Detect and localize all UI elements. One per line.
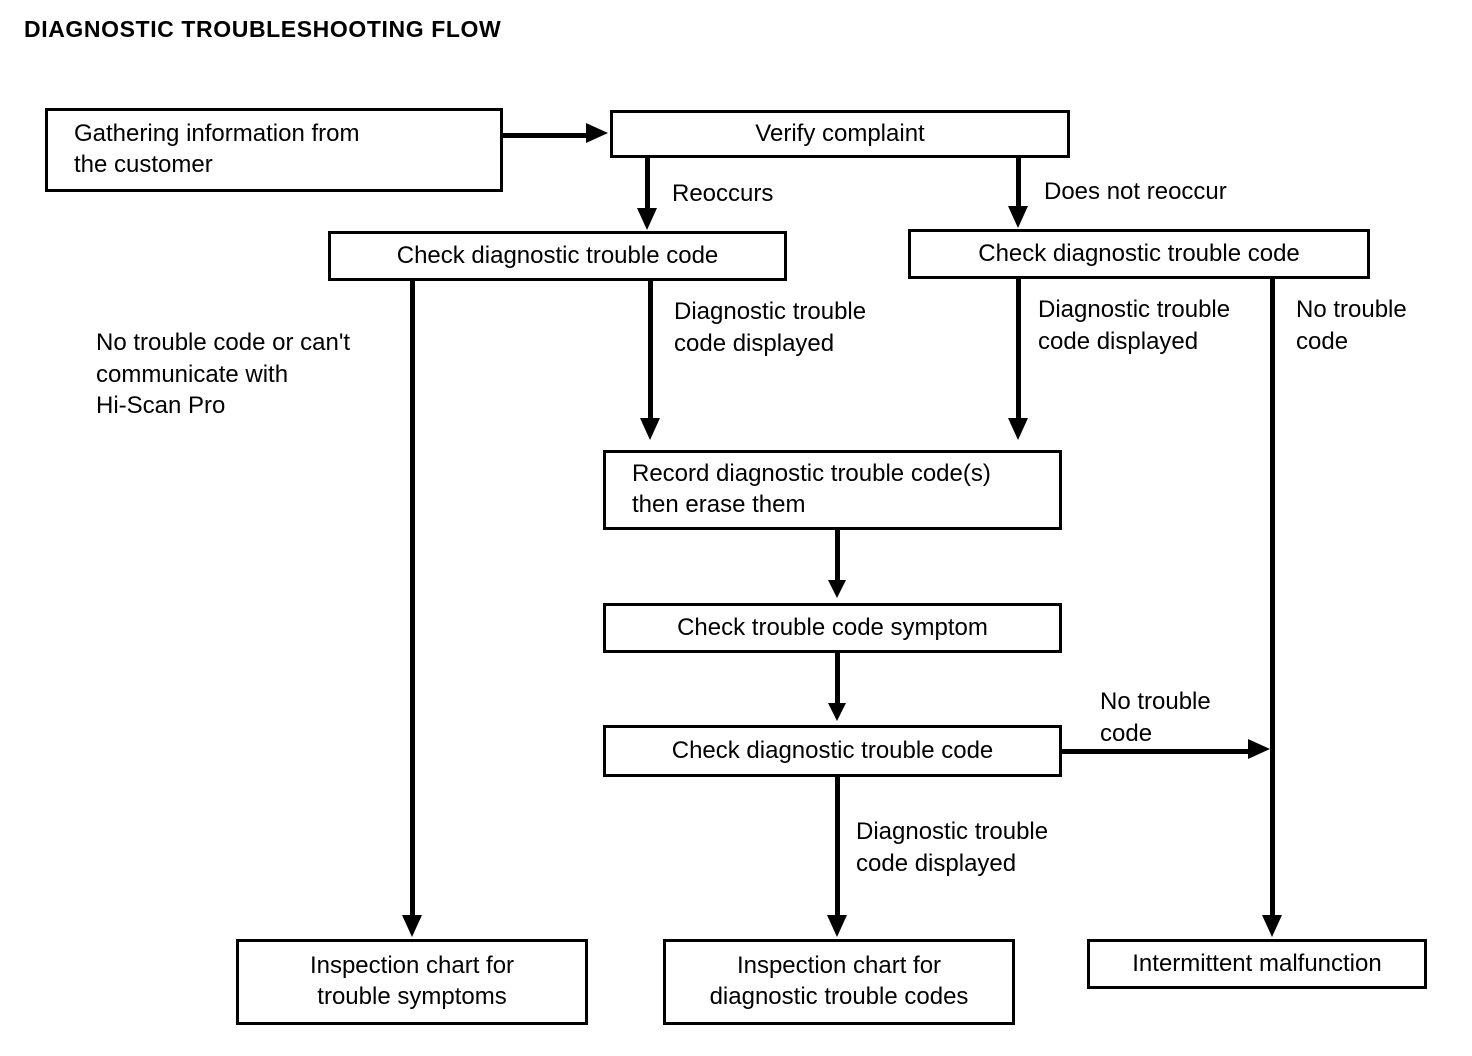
node-intermittent-label: Intermittent malfunction <box>1132 949 1382 977</box>
node-check-dtc-right: Check diagnostic trouble code <box>908 229 1370 279</box>
node-record-line1: Record diagnostic trouble code(s) <box>632 460 991 488</box>
edge-no-code-lower-line2: code <box>1100 719 1153 747</box>
node-inspect-symptoms-line1: Inspection chart for <box>309 952 515 980</box>
node-inspect-codes-line1: Inspection chart for <box>736 952 942 980</box>
node-record-erase-codes: Record diagnostic trouble code(s) then e… <box>603 450 1062 530</box>
connector-verify-to-check-right <box>1016 158 1021 208</box>
edge-dtc-lower-line1: Diagnostic trouble <box>856 818 1049 845</box>
arrowhead-verify-to-check-right <box>1008 206 1028 228</box>
arrowhead-check-left-to-record <box>640 418 660 440</box>
node-check-symptom-label: Check trouble code symptom <box>677 613 988 641</box>
node-check-dtc-right-label: Check diagnostic trouble code <box>978 239 1300 267</box>
node-gathering-information: Gathering information from the customer <box>45 108 503 192</box>
node-check-dtc-lower: Check diagnostic trouble code <box>603 725 1062 777</box>
connector-verify-to-check-left <box>645 158 650 210</box>
arrowhead-check-symptom-to-check-dtc-lower <box>828 703 846 721</box>
arrowhead-check-right-to-record <box>1008 418 1028 440</box>
arrowhead-check-right-to-intermittent <box>1262 915 1282 937</box>
edge-label-no-trouble-code-lower: No trouble code <box>1100 686 1211 749</box>
edge-label-dtc-displayed-right: Diagnostic trouble code displayed <box>1038 294 1230 357</box>
node-inspect-codes-line2: diagnostic trouble codes <box>709 983 969 1010</box>
edge-dtc-left-line2: code displayed <box>674 329 835 357</box>
edge-label-dtc-displayed-lower: Diagnostic trouble code displayed <box>856 816 1048 879</box>
node-gathering-line2: the customer <box>74 151 213 178</box>
node-inspection-chart-symptoms: Inspection chart for trouble symptoms <box>236 939 588 1025</box>
connector-record-to-check-symptom <box>835 530 840 582</box>
edge-reoccurs-line1: Reoccurs <box>672 180 774 207</box>
edge-dtc-right-line1: Diagnostic trouble <box>1038 296 1231 323</box>
node-verify-label: Verify complaint <box>755 119 925 147</box>
edge-dtc-lower-line2: code displayed <box>856 849 1017 877</box>
node-check-dtc-lower-label: Check diagnostic trouble code <box>671 736 994 764</box>
edge-label-reoccurs: Reoccurs <box>672 178 773 210</box>
node-check-dtc-left-label: Check diagnostic trouble code <box>396 241 719 269</box>
arrowhead-check-dtc-lower-to-inspect-codes <box>827 915 847 937</box>
edge-does-not-reoccur-line1: Does not reoccur <box>1044 178 1227 205</box>
arrowhead-check-left-to-inspect-symptoms <box>402 915 422 937</box>
arrowhead-verify-to-check-left <box>637 208 657 230</box>
edge-no-code-comm-line2: communicate with <box>96 360 289 388</box>
connector-check-dtc-lower-to-intermittent <box>1062 749 1252 754</box>
edge-no-code-lower-line1: No trouble <box>1100 688 1211 715</box>
connector-check-symptom-to-check-dtc-lower <box>835 653 840 707</box>
node-gathering-line1: Gathering information from <box>74 120 360 148</box>
node-check-trouble-code-symptom: Check trouble code symptom <box>603 603 1062 653</box>
connector-check-right-to-intermittent <box>1270 279 1275 919</box>
connector-check-dtc-lower-to-inspect-codes <box>835 777 840 919</box>
edge-label-dtc-displayed-left: Diagnostic trouble code displayed <box>674 296 866 359</box>
arrowhead-record-to-check-symptom <box>828 580 846 598</box>
edge-dtc-right-line2: code displayed <box>1038 327 1199 355</box>
edge-no-code-right-line1: No trouble <box>1296 296 1407 323</box>
node-record-line2: then erase them <box>632 491 806 518</box>
edge-label-no-code-or-cannot-communicate: No trouble code or can't communicate wit… <box>96 327 350 422</box>
node-intermittent-malfunction: Intermittent malfunction <box>1087 939 1427 989</box>
arrowhead-gathering-to-verify <box>586 123 608 143</box>
edge-no-code-comm-line1: No trouble code or can't <box>96 329 351 356</box>
connector-check-left-to-record <box>648 281 653 421</box>
node-check-dtc-left: Check diagnostic trouble code <box>328 231 787 281</box>
edge-no-code-comm-line3: Hi-Scan Pro <box>96 392 226 420</box>
connector-check-right-to-record <box>1016 279 1021 421</box>
edge-label-does-not-reoccur: Does not reoccur <box>1044 176 1227 208</box>
node-inspection-chart-codes: Inspection chart for diagnostic trouble … <box>663 939 1015 1025</box>
connector-check-left-to-inspect-symptoms <box>410 281 415 919</box>
arrowhead-check-dtc-lower-to-intermittent <box>1248 739 1270 759</box>
connector-gathering-to-verify <box>503 133 588 138</box>
node-inspect-symptoms-line2: trouble symptoms <box>317 983 507 1010</box>
edge-label-no-trouble-code-right: No trouble code <box>1296 294 1407 357</box>
edge-no-code-right-line2: code <box>1296 327 1349 355</box>
page-title: DIAGNOSTIC TROUBLESHOOTING FLOW <box>24 16 502 42</box>
node-verify-complaint: Verify complaint <box>610 110 1070 158</box>
edge-dtc-left-line1: Diagnostic trouble <box>674 298 867 325</box>
